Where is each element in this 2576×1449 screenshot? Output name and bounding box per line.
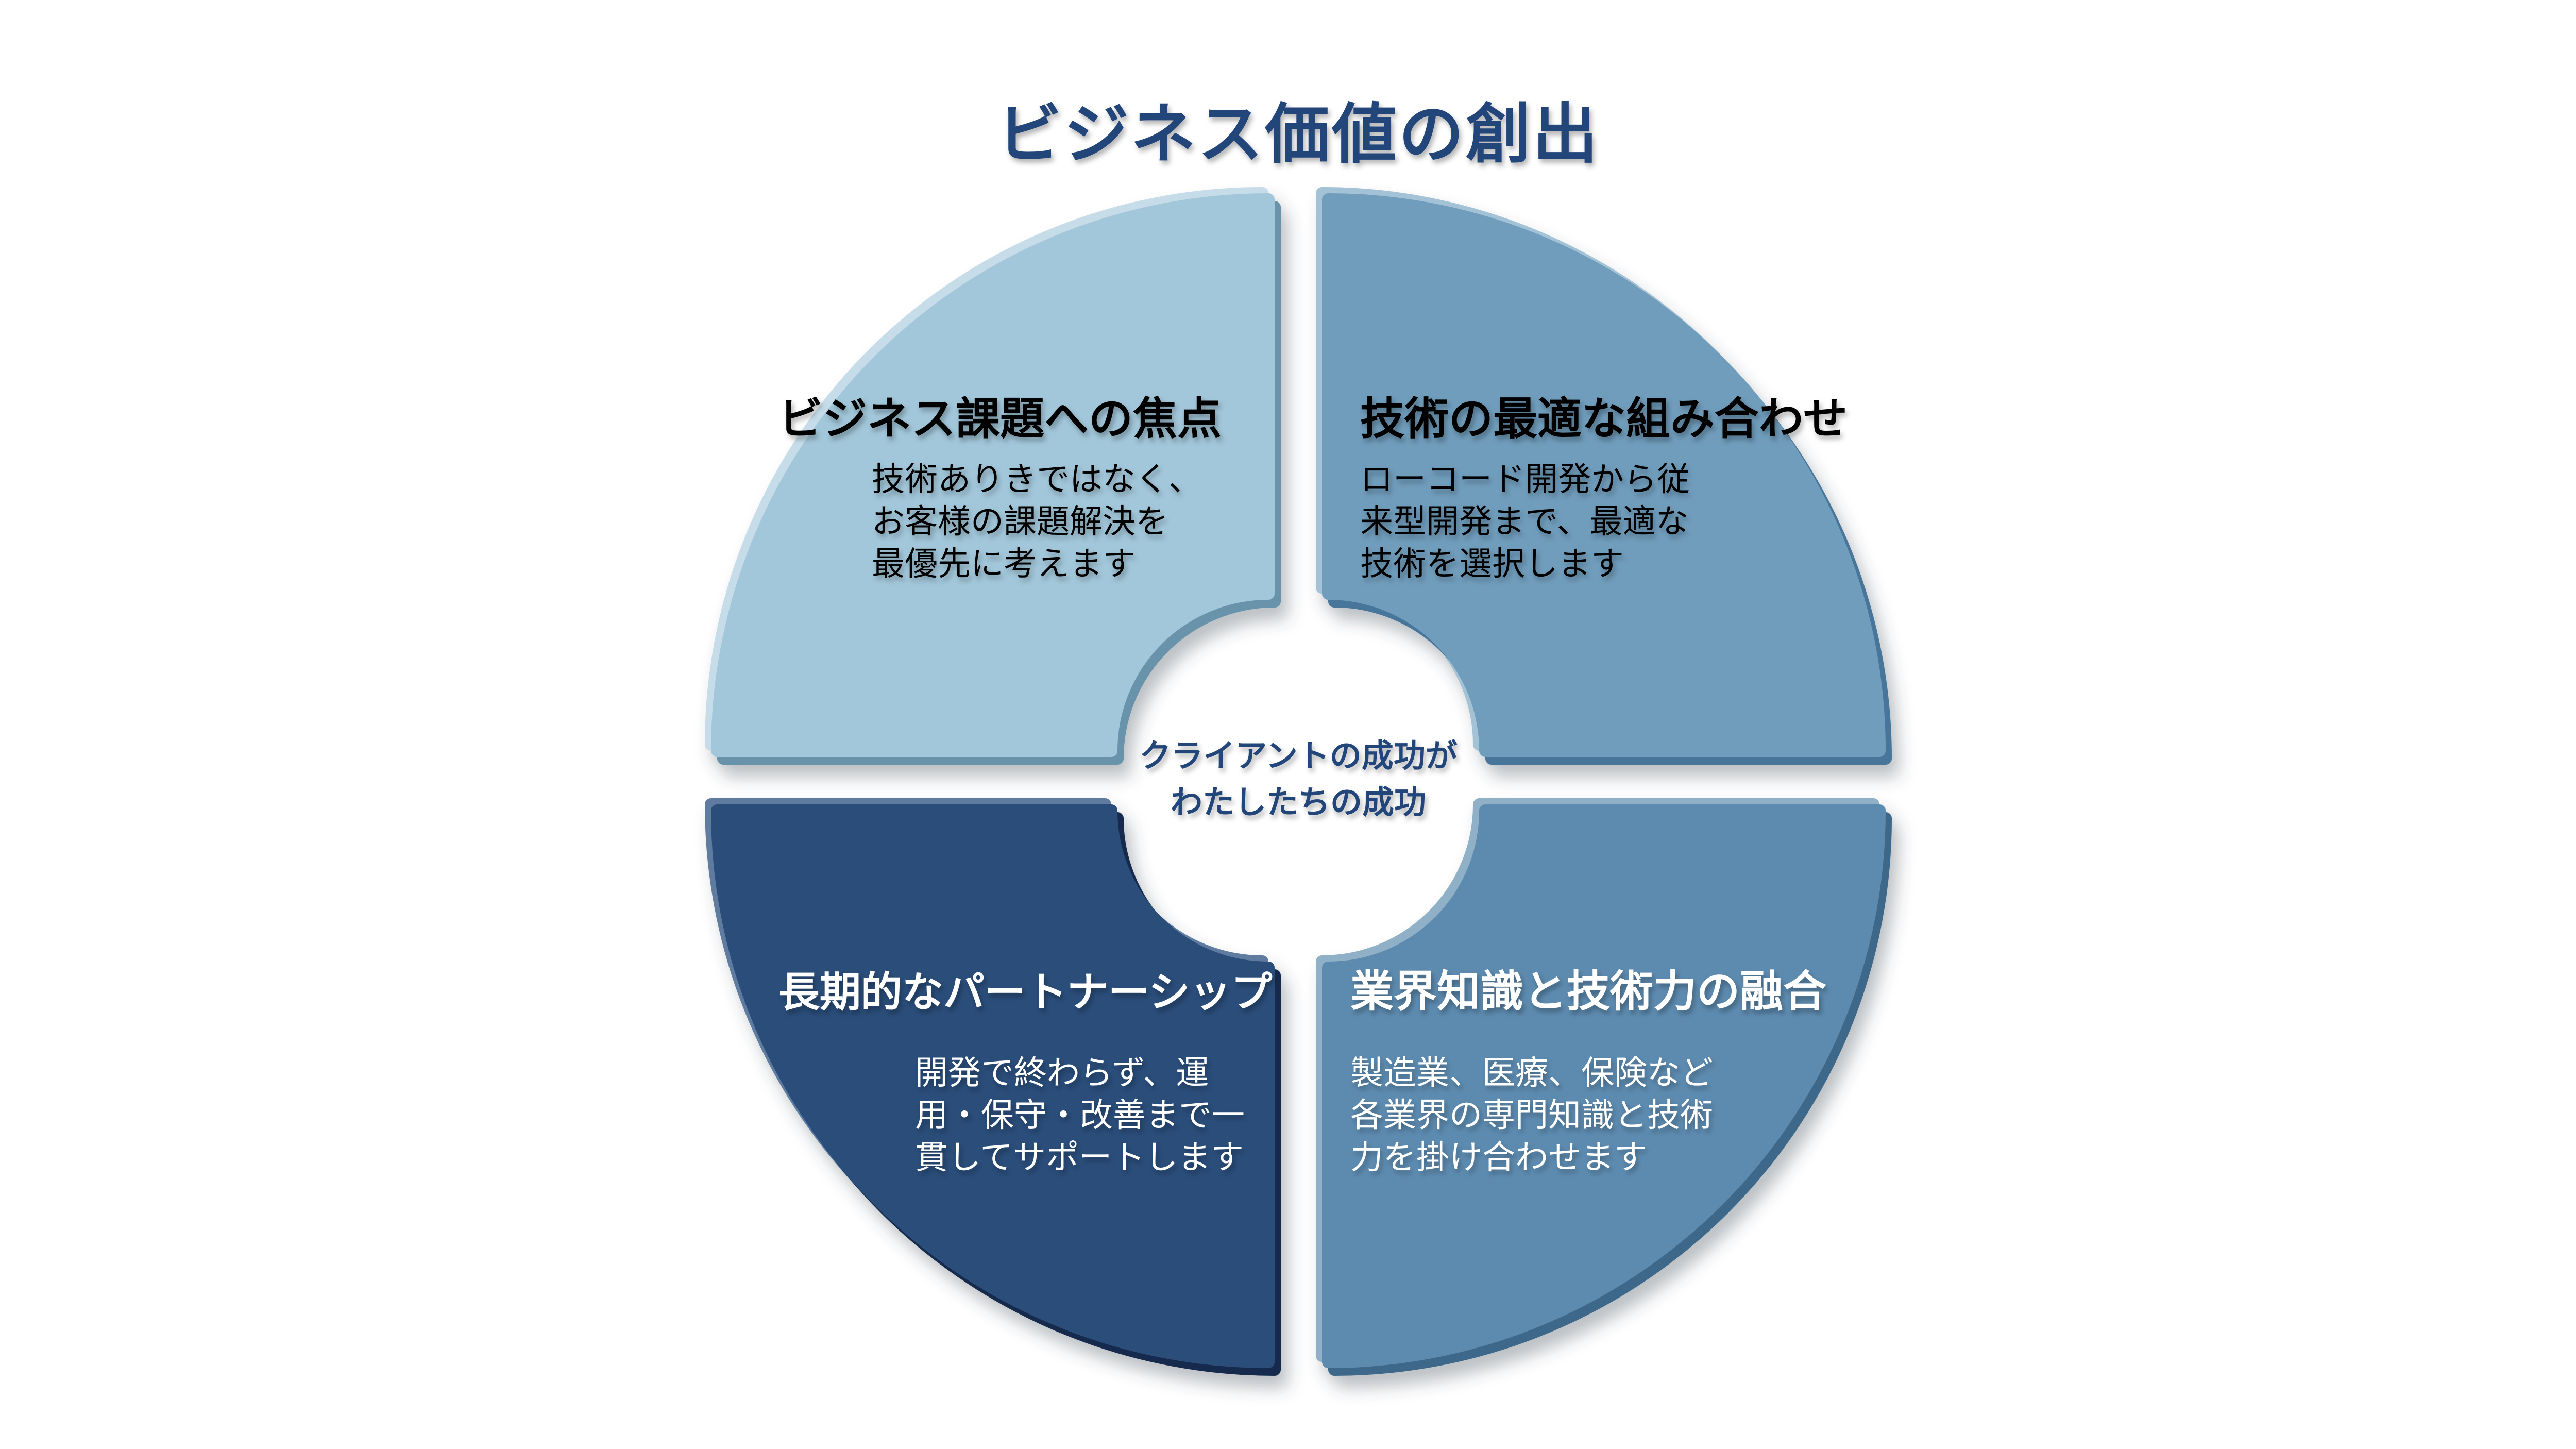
quadrant-title-bottom-left: 長期的なパートナーシップ — [778, 969, 1272, 1015]
quadrant-top-right-shape — [1322, 193, 1886, 757]
quadrant-body-top-right-line-3: 技術を選択します — [1360, 545, 1624, 582]
quadrant-title-top-left: ビジネス課題への焦点 — [778, 394, 1222, 444]
quadrant-body-top-left-line-1: 技術ありきではなく、 — [872, 461, 1201, 498]
quadrant-body-top-right-line-2: 来型開発まで、最適な — [1360, 503, 1688, 540]
quadrant-top-left — [705, 187, 1281, 765]
quadrant-body-bottom-right-line-3: 力を掛け合わせます — [1350, 1139, 1647, 1176]
quadrant-bottom-right-shape — [1322, 804, 1886, 1368]
quadrant-body-top-left-line-3: 最優先に考えます — [872, 545, 1136, 582]
quadrant-title-top-right: 技術の最適な組み合わせ — [1360, 394, 1848, 444]
page-title: ビジネス価値の創出 — [997, 98, 1600, 171]
quadrant-body-bottom-left-line-1: 開発で終わらず、運 — [915, 1054, 1209, 1091]
quadrant-top-left-shape — [711, 193, 1275, 757]
quadrant-top-right — [1316, 187, 1892, 765]
center-label-line-2: わたしたちの成功 — [1171, 785, 1426, 820]
quadrant-title-bottom-right: 業界知識と技術力の融合 — [1350, 967, 1826, 1016]
quadrant-bottom-right — [1316, 798, 1892, 1376]
quadrant-bottom-left-shape — [711, 804, 1275, 1368]
quadrant-body-top-left-line-2: お客様の課題解決を — [872, 503, 1168, 540]
quadrant-bottom-left — [705, 798, 1281, 1376]
quadrant-body-bottom-right-line-2: 各業界の専門知識と技術 — [1350, 1097, 1713, 1134]
center-label-line-1: クライアントの成功が — [1139, 738, 1458, 774]
quadrant-body-bottom-left-line-2: 用・保守・改善まで一 — [915, 1097, 1245, 1134]
quadrant-body-bottom-right-line-1: 製造業、医療、保険など — [1350, 1054, 1713, 1091]
quadrant-body-top-right-line-1: ローコード開発から従 — [1360, 461, 1690, 498]
quadrant-body-bottom-left-line-3: 貫してサポートします — [915, 1139, 1244, 1176]
